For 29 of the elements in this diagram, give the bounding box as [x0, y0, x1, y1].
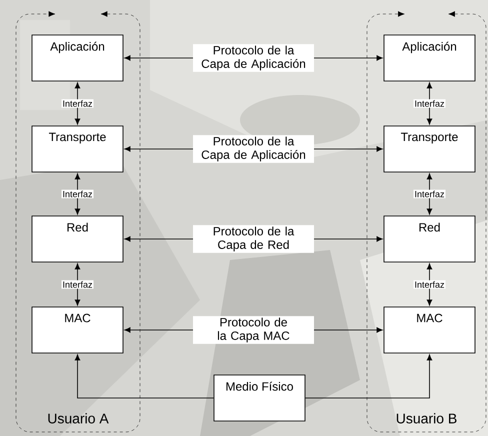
edge-label: Interfaz	[414, 99, 446, 108]
layer-box: Red	[32, 216, 124, 262]
edge-label: Interfaz	[62, 190, 94, 198]
edge-label: Interfaz	[62, 99, 94, 108]
layer-box: Aplicación	[32, 34, 124, 82]
layer-box: Transporte	[384, 126, 476, 172]
arrow	[74, 82, 80, 125]
node-label: Usuario A	[48, 413, 109, 424]
layer-box: MAC	[384, 306, 476, 354]
layer-box: Medio Físico	[214, 374, 306, 422]
arrow	[426, 173, 432, 215]
arrow	[74, 263, 80, 306]
node-label: Usuario B	[396, 413, 456, 424]
arrow	[426, 263, 432, 306]
arrow	[74, 173, 80, 215]
layer-box: Red	[384, 216, 476, 262]
arrow	[74, 354, 214, 398]
edge-label: Protocolo de la Capa de Aplicación	[193, 44, 314, 72]
edge-label: Protocolo de la Capa de Aplicación	[193, 135, 314, 163]
layer-box: Transporte	[32, 126, 124, 172]
arrow	[426, 82, 432, 125]
layer-box: MAC	[32, 306, 124, 354]
edge-label: Protocolo de la Capa MAC	[193, 316, 314, 344]
layer-box: Aplicación	[384, 34, 476, 82]
edge-label: Protocolo de la Capa de Red	[193, 225, 314, 253]
edge-label: Interfaz	[414, 280, 446, 289]
edge-label: Interfaz	[62, 280, 94, 289]
arrow	[305, 354, 432, 398]
edge-label: Interfaz	[414, 190, 446, 198]
